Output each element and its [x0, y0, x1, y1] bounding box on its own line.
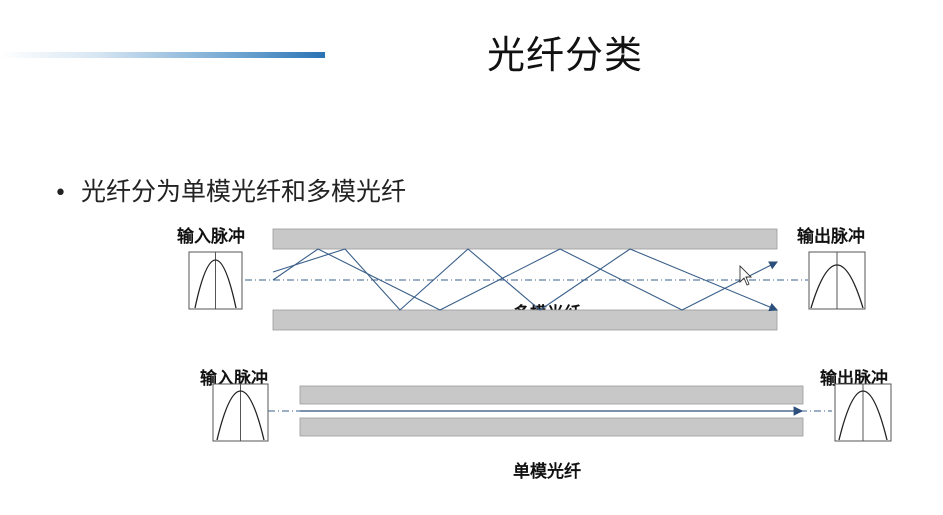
mm-cladding-top — [272, 228, 778, 250]
mm-cladding-bottom — [272, 309, 778, 331]
mm-output-pulse-icon — [808, 251, 866, 310]
bullet-text: 光纤分为单模光纤和多模光纤 — [80, 177, 406, 206]
bullet-item: • 光纤分为单模光纤和多模光纤 — [54, 172, 406, 208]
mm-ray-1 — [272, 248, 778, 311]
sm-cladding-top — [299, 385, 804, 405]
mm-output-label: 输出脉冲 — [797, 227, 865, 247]
mouse-cursor-icon — [739, 264, 753, 286]
mm-input-label: 输入脉冲 — [177, 227, 245, 247]
title-accent-bar — [0, 52, 325, 58]
sm-fiber-label: 单模光纤 — [513, 462, 581, 482]
mm-ray-2 — [272, 248, 779, 312]
sm-output-pulse-icon — [834, 383, 892, 442]
mm-input-pulse-icon — [188, 251, 243, 310]
bullet-dot-icon: • — [54, 181, 67, 206]
page-title: 光纤分类 — [486, 33, 643, 77]
sm-input-pulse-icon — [212, 383, 269, 442]
sm-cladding-bottom — [299, 417, 804, 437]
